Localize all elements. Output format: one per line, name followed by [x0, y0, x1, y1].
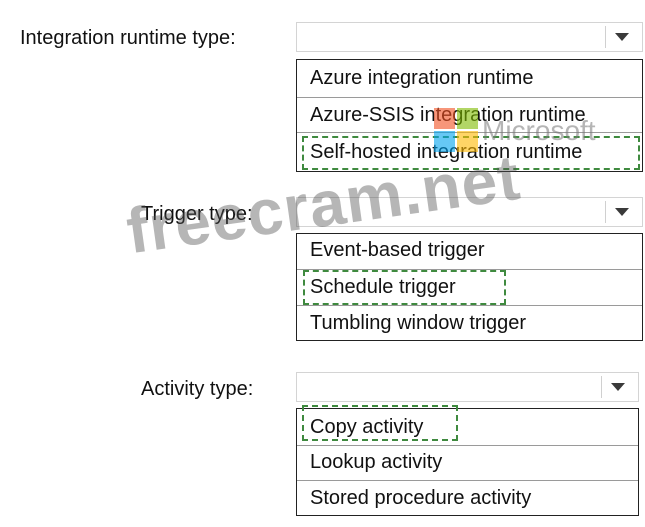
option-copy-activity[interactable]: Copy activity — [310, 416, 424, 438]
integration-runtime-type-dropdown[interactable] — [296, 22, 643, 52]
activity-type-options: Copy activity Lookup activity Stored pro… — [296, 408, 639, 516]
activity-type-label: Activity type: — [141, 378, 254, 400]
option-lookup-activity[interactable]: Lookup activity — [297, 445, 638, 480]
integration-runtime-type-label: Integration runtime type: — [20, 27, 236, 49]
option-tumbling-window-trigger[interactable]: Tumbling window trigger — [297, 305, 642, 341]
option-azure-integration-runtime[interactable]: Azure integration runtime — [310, 67, 534, 89]
chevron-down-icon[interactable] — [615, 33, 629, 41]
option-stored-procedure-activity[interactable]: Stored procedure activity — [297, 480, 638, 516]
option-self-hosted-integration-runtime[interactable]: Self-hosted integration runtime — [297, 132, 642, 171]
option-schedule-trigger[interactable]: Schedule trigger — [297, 269, 642, 305]
option-event-based-trigger[interactable]: Event-based trigger — [310, 239, 485, 261]
integration-runtime-type-options: Azure integration runtime Azure-SSIS int… — [296, 59, 643, 172]
trigger-type-dropdown[interactable] — [296, 197, 643, 227]
trigger-type-options: Event-based trigger Schedule trigger Tum… — [296, 233, 643, 341]
chevron-down-icon[interactable] — [615, 208, 629, 216]
activity-type-dropdown[interactable] — [296, 372, 639, 402]
option-azure-ssis-integration-runtime[interactable]: Azure-SSIS integration runtime — [297, 97, 642, 132]
trigger-type-label: Trigger type: — [141, 203, 253, 225]
chevron-down-icon[interactable] — [611, 383, 625, 391]
